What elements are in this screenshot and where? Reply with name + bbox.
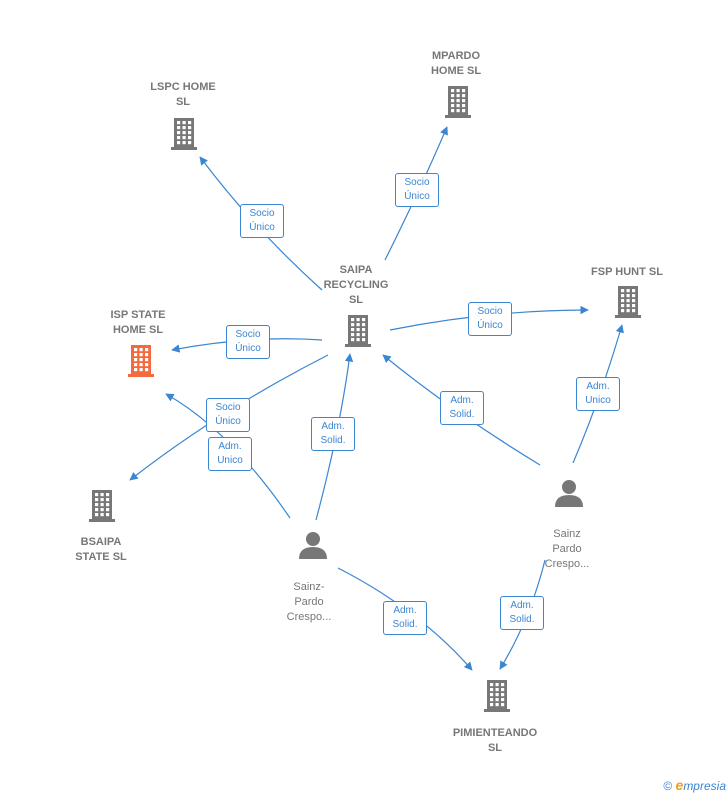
- edge-label-person2-saipa[interactable]: Adm. Solid.: [440, 391, 484, 425]
- mpardo-building-icon[interactable]: [445, 86, 471, 118]
- edge-label-saipa-fsp[interactable]: Socio Único: [468, 302, 512, 336]
- footer-brand: © empresia: [663, 777, 726, 793]
- edge-label-person1-saipa[interactable]: Adm. Solid.: [311, 417, 355, 451]
- edge-label-person1-isp[interactable]: Adm. Unico: [208, 437, 252, 471]
- lspc-label[interactable]: LSPC HOME SL: [150, 81, 216, 108]
- fsp-label[interactable]: FSP HUNT SL: [591, 265, 663, 278]
- edge-label-person2-fsp[interactable]: Adm. Unico: [576, 377, 620, 411]
- person2-person-icon[interactable]: [555, 480, 583, 507]
- person1-label[interactable]: Sainz- Pardo Crespo...: [286, 581, 332, 623]
- brand-logo-e: e: [675, 777, 684, 793]
- pimienteando-label[interactable]: PIMIENTEANDO SL: [452, 727, 538, 754]
- bsaipa-building-icon[interactable]: [89, 490, 115, 522]
- edge-label-saipa-mpardo[interactable]: Socio Único: [395, 173, 439, 207]
- person1-person-icon[interactable]: [299, 532, 327, 559]
- saipa-label[interactable]: SAIPA RECYCLING SL: [323, 263, 389, 306]
- brand-logo-text: mpresia: [683, 779, 726, 793]
- fsp-building-icon[interactable]: [615, 286, 641, 318]
- bsaipa-label[interactable]: BSAIPA STATE SL: [75, 536, 127, 563]
- edge-label-saipa-isp[interactable]: Socio Único: [226, 325, 270, 359]
- lspc-building-icon[interactable]: [171, 118, 197, 150]
- edge-label-saipa-lspc[interactable]: Socio Único: [240, 204, 284, 238]
- isp-label[interactable]: ISP STATE HOME SL: [110, 309, 166, 336]
- mpardo-label[interactable]: MPARDO HOME SL: [430, 50, 482, 77]
- copyright-symbol: ©: [663, 779, 673, 793]
- person2-label[interactable]: Sainz Pardo Crespo...: [544, 528, 590, 570]
- saipa-building-icon[interactable]: [345, 315, 371, 347]
- pimienteando-building-icon[interactable]: [484, 680, 510, 712]
- edge-label-saipa-bsaipa[interactable]: Socio Único: [206, 398, 250, 432]
- edge-label-person2-pimienteando[interactable]: Adm. Solid.: [500, 596, 544, 630]
- edge-label-person1-pimienteando[interactable]: Adm. Solid.: [383, 601, 427, 635]
- isp-building-icon[interactable]: [128, 345, 154, 377]
